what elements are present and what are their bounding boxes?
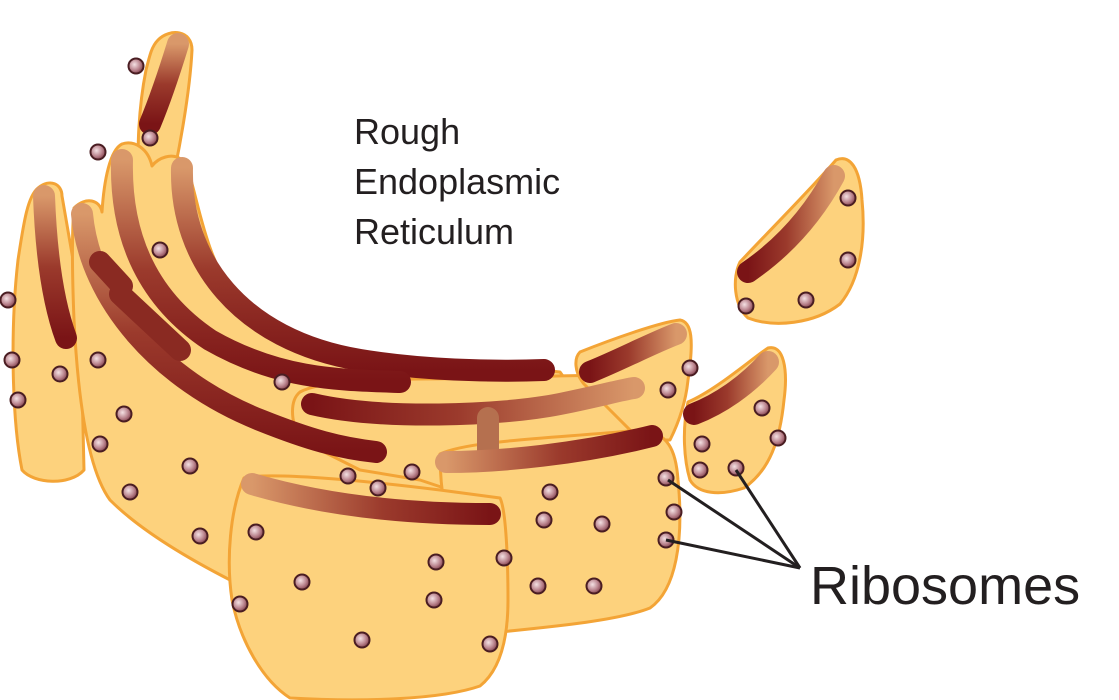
lumen-bottom-front bbox=[241, 473, 501, 525]
ribosome-dot bbox=[91, 435, 109, 453]
ribosome-dot bbox=[593, 515, 611, 533]
lumen-right-arm bbox=[579, 323, 687, 383]
lumen-third-curve bbox=[71, 203, 387, 463]
ribosome-dot bbox=[481, 635, 499, 653]
ribosome-dot bbox=[51, 365, 69, 383]
ribosome-dot bbox=[585, 577, 603, 595]
lumen-floating bbox=[737, 165, 845, 283]
pointer-line-1 bbox=[667, 478, 801, 570]
ribosome-dot bbox=[403, 463, 421, 481]
ribosome-dot bbox=[89, 351, 107, 369]
ribosome-dot bbox=[9, 391, 27, 409]
ribosome-dot bbox=[659, 381, 677, 399]
ribosome-dot bbox=[353, 631, 371, 649]
lumen-far-right-lower bbox=[683, 351, 779, 425]
ribosome-dot bbox=[693, 435, 711, 453]
ribosome-dot bbox=[0, 291, 17, 309]
ribosome-dot bbox=[121, 483, 139, 501]
ribosome-dot bbox=[839, 251, 857, 269]
ribosome-dot bbox=[529, 577, 547, 595]
lumen-main-curve bbox=[170, 157, 555, 382]
ribosome-dot bbox=[727, 459, 745, 477]
er-lumen-channels bbox=[33, 33, 845, 525]
ribosome-dot bbox=[665, 503, 683, 521]
ribosome-dot bbox=[231, 595, 249, 613]
diagram-title: Rough Endoplasmic Reticulum bbox=[354, 111, 560, 252]
ribosome-dot bbox=[339, 467, 357, 485]
ribosome-dot bbox=[839, 189, 857, 207]
ribosome-dot bbox=[425, 591, 443, 609]
ribosome-dot bbox=[273, 373, 291, 391]
title-line-3: Reticulum bbox=[354, 211, 514, 252]
ribosome-dot bbox=[769, 429, 787, 447]
ribosome-dot bbox=[753, 399, 771, 417]
lumen-front-right bbox=[435, 425, 663, 473]
ribosome-dot bbox=[535, 511, 553, 529]
er-sac-bottom-front bbox=[227, 474, 510, 700]
title-line-2: Endoplasmic bbox=[354, 161, 560, 202]
ribosome-dot bbox=[141, 129, 159, 147]
ribosome-group bbox=[0, 57, 857, 653]
ribosome-dot bbox=[797, 291, 815, 309]
ribosome-dot bbox=[541, 483, 559, 501]
ribosome-dot bbox=[369, 479, 387, 497]
label-pointer-lines bbox=[665, 469, 802, 570]
lumen-second-curve bbox=[110, 149, 411, 393]
ribosome-dot bbox=[181, 457, 199, 475]
lumen-cross-link-1 bbox=[109, 283, 191, 361]
ribosome-dot bbox=[737, 297, 755, 315]
lumen-cross-link-2 bbox=[89, 251, 133, 297]
ribosome-dot bbox=[127, 57, 145, 75]
lumen-top-sac bbox=[139, 33, 189, 135]
ribosome-dot bbox=[89, 143, 107, 161]
pointer-line-2 bbox=[665, 538, 801, 570]
ribosomes-label: Ribosomes bbox=[810, 556, 1080, 616]
ribosome-dot bbox=[427, 553, 445, 571]
ribosome-dot bbox=[115, 405, 133, 423]
ribosome-dot bbox=[681, 359, 699, 377]
pointer-line-3 bbox=[734, 469, 802, 569]
lumen-far-left bbox=[33, 185, 77, 349]
ribosome-dot bbox=[3, 351, 21, 369]
ribosome-dot bbox=[495, 549, 513, 567]
ribosome-dot bbox=[191, 527, 209, 545]
er-sac-far-left bbox=[11, 181, 86, 483]
ribosome-dot bbox=[151, 241, 169, 259]
ribosome-dot bbox=[691, 461, 709, 479]
lumen-middle-sac bbox=[301, 377, 645, 426]
title-line-1: Rough bbox=[354, 111, 460, 152]
ribosome-dot bbox=[247, 523, 265, 541]
ribosome-dot bbox=[293, 573, 311, 591]
